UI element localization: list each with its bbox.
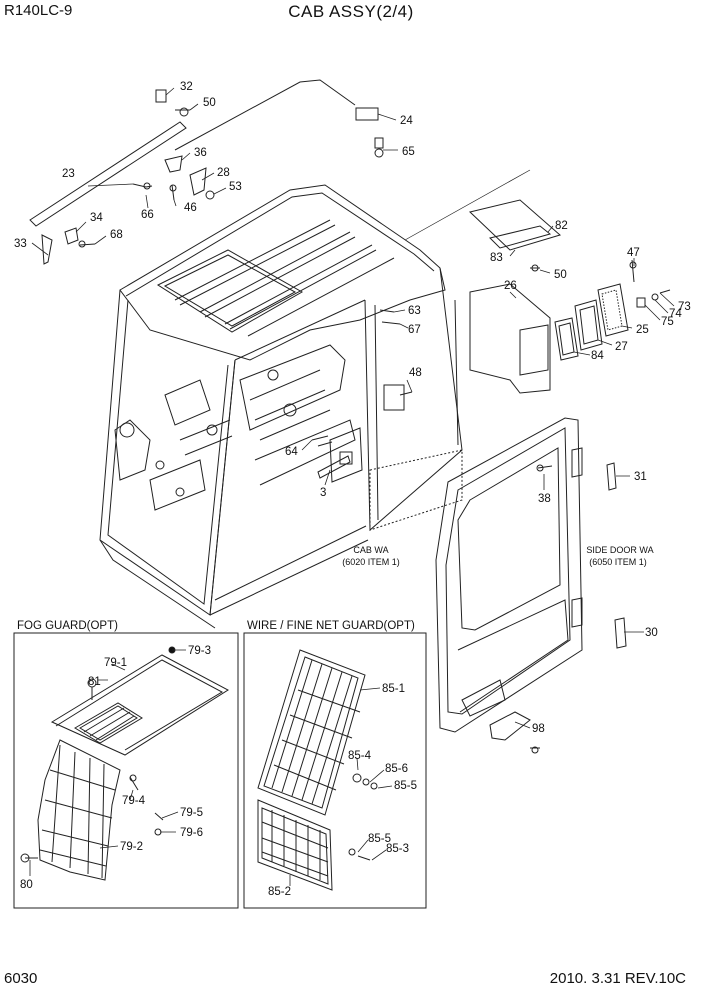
side-door-note-line-1: SIDE DOOR WA: [586, 545, 653, 555]
callout: 25: [636, 324, 649, 336]
callout: 81: [88, 676, 101, 688]
callout: 47: [627, 247, 640, 259]
callout: 79-3: [188, 645, 211, 657]
callout: 26: [504, 280, 517, 292]
callout: 46: [184, 202, 197, 214]
revision-date: 2010. 3.31 REV.10C: [549, 970, 686, 987]
callout: 67: [408, 324, 421, 336]
callout: 36: [194, 147, 207, 159]
page-number: 6030: [4, 970, 38, 987]
callout: 28: [217, 167, 230, 179]
callout: 73: [678, 301, 691, 313]
leader-lines: [29, 87, 675, 886]
callout: 83: [490, 252, 503, 264]
model-label: R140LC-9: [4, 2, 73, 19]
wire-guard-box: [243, 632, 427, 909]
wire-guard-parts: [257, 649, 378, 891]
callout: 85-5: [394, 780, 417, 792]
callout: 79-2: [120, 841, 143, 853]
callout: 79-5: [180, 807, 203, 819]
callout: 64: [285, 446, 298, 458]
reference-notes: CAB WA (6020 ITEM 1) SIDE DOOR WA (6050 …: [342, 545, 653, 567]
callout: 85-6: [385, 763, 408, 775]
side-door-note-line-2: (6050 ITEM 1): [589, 557, 647, 567]
callout: 38: [538, 493, 551, 505]
fog-guard-box: [13, 632, 239, 909]
callout: 85-1: [382, 683, 405, 695]
callout: 85-3: [386, 843, 409, 855]
wire-guard-title: WIRE / FINE NET GUARD(OPT): [247, 620, 415, 632]
callout: 50: [203, 97, 216, 109]
callout: 32: [180, 81, 193, 93]
callout: 98: [532, 723, 545, 735]
callout: 63: [408, 305, 421, 317]
callout: 53: [229, 181, 242, 193]
callout: 82: [555, 220, 568, 232]
callout: 85-5: [368, 833, 391, 845]
cab-wa-note-line-2: (6020 ITEM 1): [342, 557, 400, 567]
callout: 65: [402, 146, 415, 158]
callout: 30: [645, 627, 658, 639]
callout: 75: [661, 316, 674, 328]
callout: 27: [615, 341, 628, 353]
fog-guard-parts: [20, 646, 229, 881]
callout: 74: [669, 308, 682, 320]
callout: 79-6: [180, 827, 203, 839]
callout: 80: [20, 879, 33, 891]
fog-guard-title: FOG GUARD(OPT): [17, 620, 118, 632]
cab-wa-note-line-1: CAB WA: [353, 545, 388, 555]
callout: 85-2: [268, 886, 291, 898]
callout-numbers: 32 50 24 65 36 28 53 23 66 46 34 68 33 8…: [14, 81, 691, 898]
callout: 24: [400, 115, 413, 127]
callout: 68: [110, 229, 123, 241]
callout: 79-4: [122, 795, 146, 807]
callout: 48: [409, 367, 422, 379]
callout: 84: [591, 350, 604, 362]
callout: 23: [62, 168, 75, 180]
page-title: CAB ASSY(2/4): [288, 2, 414, 21]
callout: 85-4: [348, 750, 372, 762]
callout: 79-1: [104, 657, 127, 669]
callout: 3: [320, 487, 326, 499]
callout: 31: [634, 471, 647, 483]
callout: 50: [554, 269, 567, 281]
top-parts: [29, 79, 671, 754]
cab-frame: [99, 169, 531, 629]
callout: 33: [14, 238, 27, 250]
callout: 66: [141, 209, 154, 221]
side-door: [435, 417, 583, 733]
callout: 34: [90, 212, 103, 224]
